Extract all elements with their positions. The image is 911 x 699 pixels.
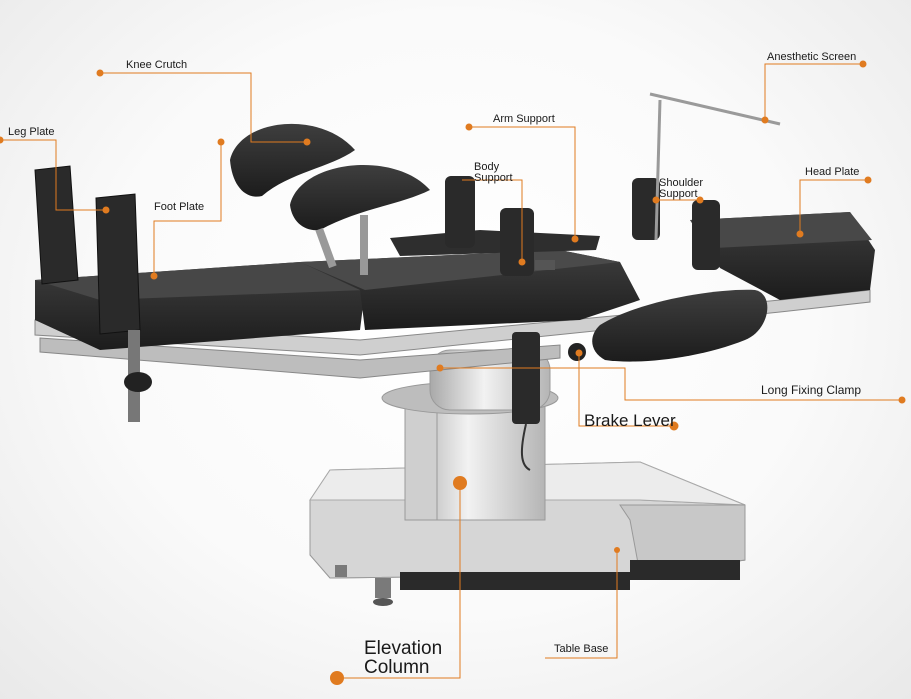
anesthetic-screen [649, 92, 781, 241]
leader-lines [0, 63, 902, 679]
label-elevation-column-line2: Column [364, 657, 430, 678]
label-arm-support: Arm Support [493, 113, 555, 125]
label-long-fixing-clamp: Long Fixing Clamp [761, 383, 862, 397]
label-table-base: Table Base [554, 643, 609, 655]
label-leg-plate: Leg Plate [8, 126, 55, 138]
label-shoulder-support-line2: Support [659, 188, 698, 200]
label-shoulder-support: Shoulder Support [659, 178, 703, 200]
arm-support [592, 289, 768, 362]
body-support [445, 176, 555, 276]
label-elevation-column: Elevation Column [364, 639, 442, 677]
head-plate [690, 212, 875, 300]
shoulder-support [632, 178, 720, 270]
label-elevation-column-line1: Elevation [364, 638, 443, 659]
label-body-support: Body Support [474, 162, 513, 184]
leader-dots [0, 60, 906, 685]
label-body-support-line2: Support [474, 172, 513, 184]
label-knee-crutch: Knee Crutch [126, 59, 188, 71]
label-head-plate: Head Plate [805, 166, 860, 178]
label-anesthetic-screen: Anesthetic Screen [767, 51, 857, 63]
label-foot-plate: Foot Plate [154, 201, 205, 213]
hand-pendant [512, 332, 586, 471]
label-brake-lever: Brake Lever [584, 411, 676, 430]
label-shoulder-support-line1: Shoulder [659, 177, 704, 189]
leg-plate [34, 165, 365, 422]
label-body-support-line1: Body [474, 161, 500, 173]
